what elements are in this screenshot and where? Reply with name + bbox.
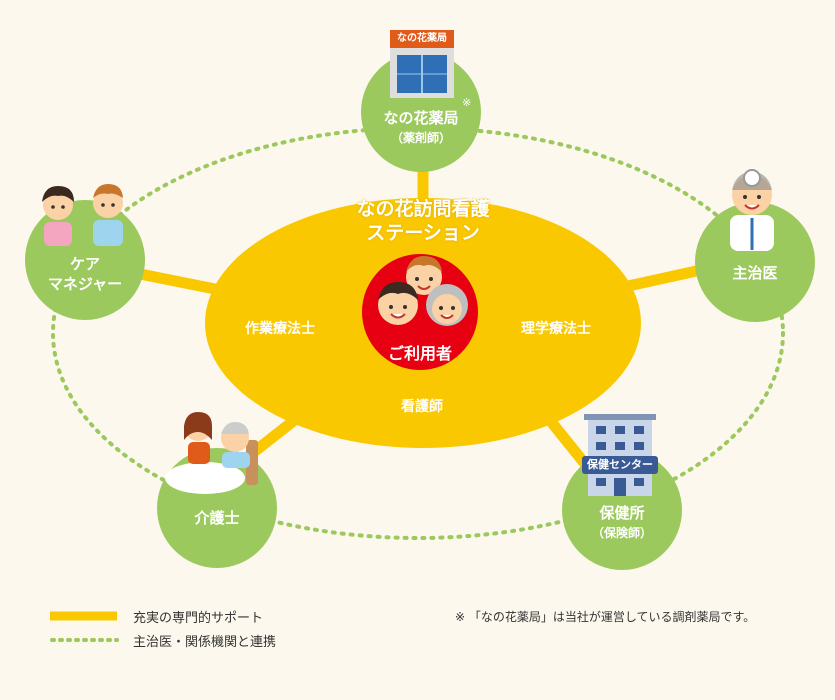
doctor-icon <box>730 169 774 251</box>
health-center-building-icon <box>582 414 658 496</box>
legend-solid-label: 充実の専門的サポート <box>133 611 264 626</box>
station-title-line1: なの花訪問看護 <box>356 198 490 220</box>
health-center-sign: 保健センター <box>587 458 653 471</box>
caregiver-label: 介護士 <box>194 509 240 527</box>
role-physical-therapist: 理学療法士 <box>521 321 591 337</box>
doctor-node <box>695 202 815 322</box>
pharmacy-footnote: ※ 「なの花薬局」は当社が運営している調剤薬局です。 <box>455 610 756 624</box>
legend-dotted-label: 主治医・関係機関と連携 <box>133 635 277 650</box>
user-label: ご利用者 <box>387 344 452 363</box>
doctor-label: 主治医 <box>732 264 778 282</box>
caregiver-icon <box>165 412 258 494</box>
care-manager-label-line1: ケア <box>69 255 100 273</box>
pharmacy-note-mark: ※ <box>462 96 472 109</box>
pharmacy-building-icon <box>390 30 454 98</box>
care-manager-people-icon <box>42 184 123 246</box>
role-nurse: 看護師 <box>401 399 443 415</box>
user-circle <box>362 254 478 370</box>
pharmacy-label: なの花薬局 <box>383 109 459 127</box>
user-faces-icon <box>378 256 468 326</box>
health-center-label: 保健所 <box>599 504 645 522</box>
care-manager-label-line2: マネジャー <box>47 275 123 293</box>
station-title-line2: ステーション <box>366 222 480 244</box>
health-center-sub-label: （保険師） <box>591 526 652 540</box>
pharmacy-sub-label: （薬剤師） <box>390 131 451 145</box>
pharmacy-sign: なの花薬局 <box>397 33 447 44</box>
role-occupational-therapist: 作業療法士 <box>245 321 315 337</box>
